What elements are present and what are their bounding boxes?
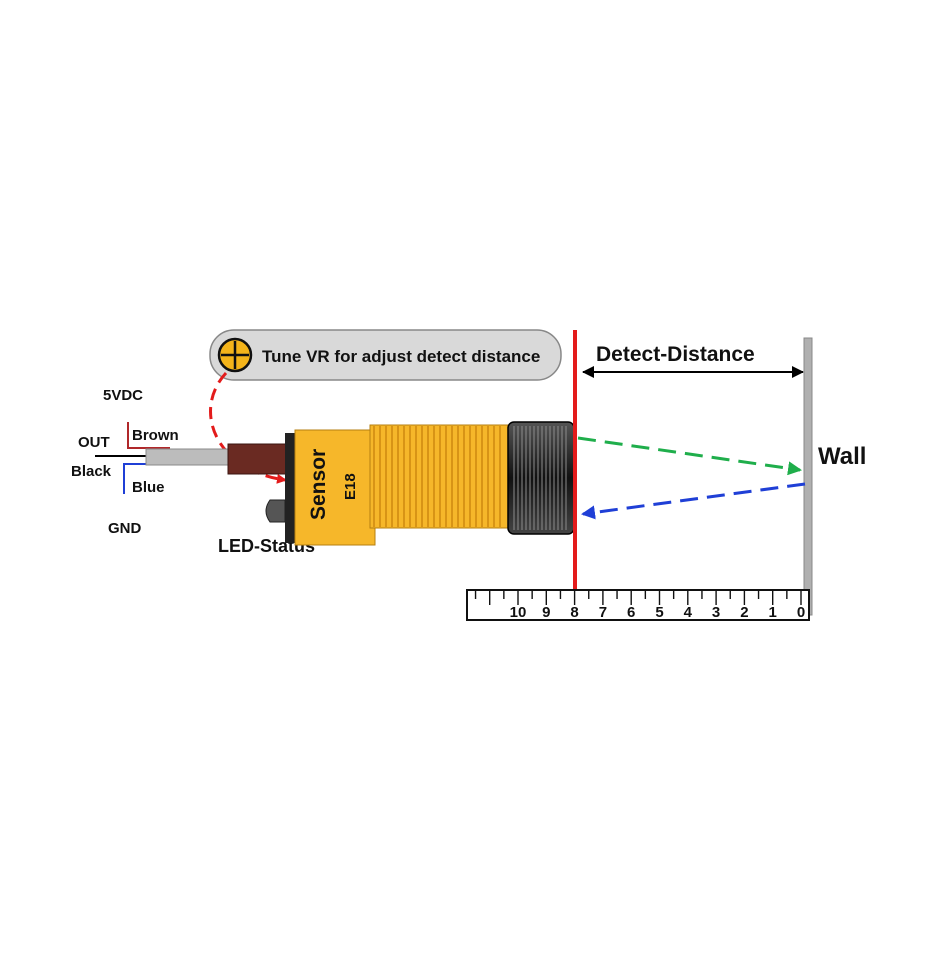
label-detect-distance: Detect-Distance xyxy=(596,343,755,366)
ruler-tick-label: 0 xyxy=(797,604,805,621)
tune-vr-callout: Tune VR for adjust detect distance xyxy=(209,329,562,381)
label-wall: Wall xyxy=(818,443,866,470)
sensor-label-section xyxy=(294,429,376,546)
ruler-tick-label: 6 xyxy=(627,604,635,621)
sensor-thread-section xyxy=(369,424,509,529)
label-brown: Brown xyxy=(132,427,179,444)
sensor-lens-cap xyxy=(507,421,575,535)
ruler-tick-label: 1 xyxy=(769,604,777,621)
ruler-frame xyxy=(466,589,810,621)
wall xyxy=(803,337,813,616)
grey-cable xyxy=(145,448,232,466)
callout-text: Tune VR for adjust detect distance xyxy=(262,347,540,366)
ruler-tick-label: 5 xyxy=(655,604,663,621)
label-out: OUT xyxy=(78,434,110,451)
led-status-icon xyxy=(265,499,286,523)
ruler-tick-label: 8 xyxy=(570,604,578,621)
potentiometer-knob-icon xyxy=(217,337,253,373)
ruler-tick-label: 4 xyxy=(684,604,693,621)
emitted-beam-arrow xyxy=(577,436,802,476)
label-5vdc: 5VDC xyxy=(103,387,143,404)
label-blue: Blue xyxy=(132,479,165,496)
callout-bubble xyxy=(209,329,562,381)
ruler-tick-label: 10 xyxy=(510,604,527,621)
label-gnd: GND xyxy=(108,520,142,537)
sensor-label: Sensor xyxy=(307,449,330,520)
ruler-tick-label: 2 xyxy=(740,604,748,621)
sensor-back-plate xyxy=(285,433,295,543)
ruler-tick-label: 7 xyxy=(599,604,607,621)
ruler-tick-label: 3 xyxy=(712,604,720,621)
tune-arrow xyxy=(209,371,287,484)
sensor-body: Sensor E18 xyxy=(285,421,575,546)
brown-cable-gland xyxy=(227,443,289,475)
sensor-model: E18 xyxy=(342,473,359,500)
label-black: Black xyxy=(71,463,112,480)
reflected-beam-arrow xyxy=(581,482,806,520)
ruler-tick-label: 9 xyxy=(542,604,550,621)
brown-wire xyxy=(127,422,170,449)
